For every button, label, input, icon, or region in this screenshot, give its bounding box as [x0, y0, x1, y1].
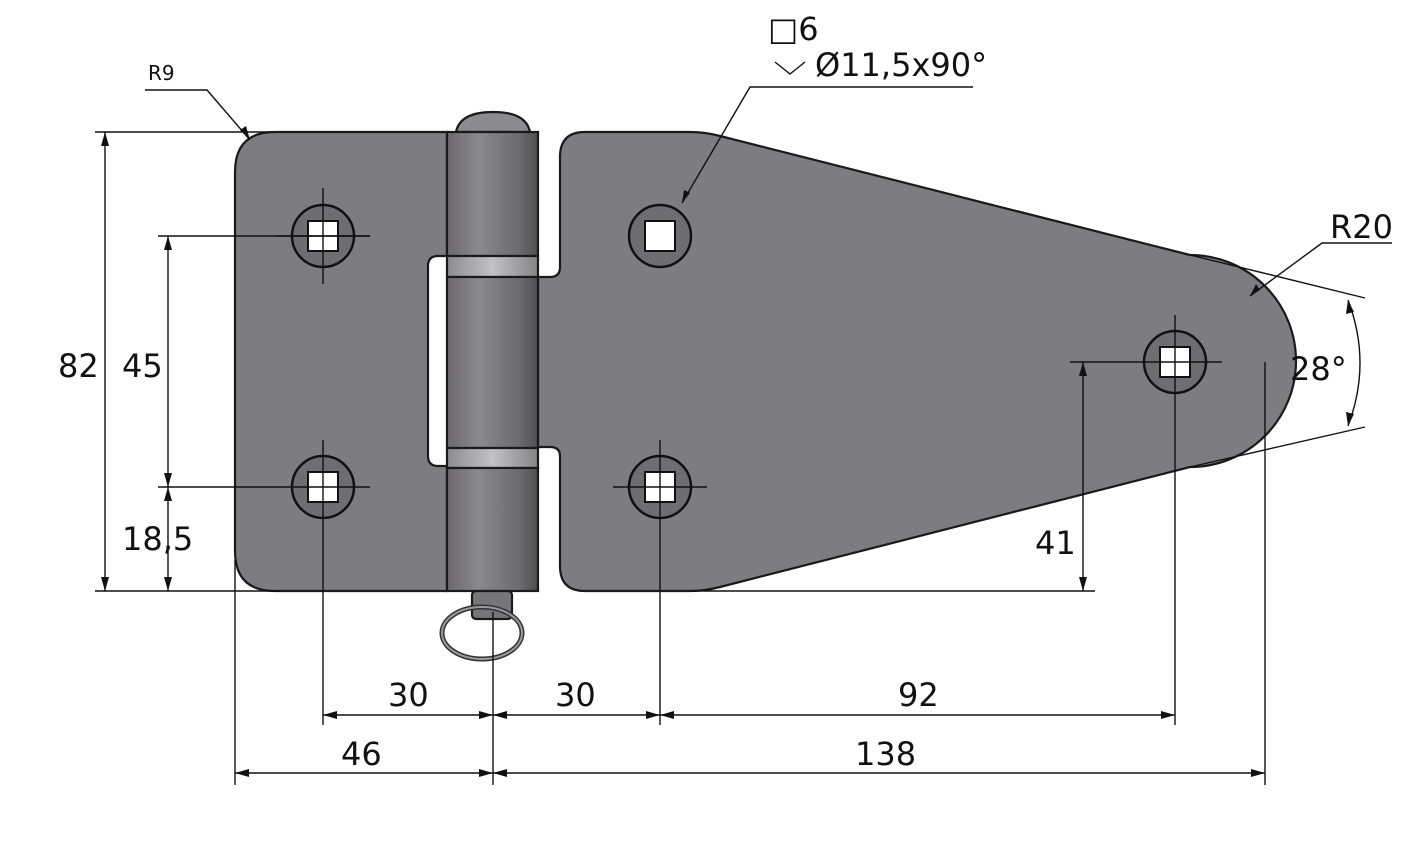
hole	[627, 203, 693, 269]
right-leaf	[536, 130, 1298, 593]
label-square-hole: □6	[768, 10, 819, 48]
knuckle-bottom	[445, 466, 540, 593]
dim-30-left: 30	[388, 676, 429, 714]
pull-ring-highlight	[441, 606, 523, 660]
dim-18-5: 18,5	[122, 520, 193, 558]
arrowheads	[101, 126, 1354, 777]
dimension-lines	[95, 61, 1392, 785]
knuckle-middle	[445, 275, 540, 450]
dim-92: 92	[898, 676, 939, 714]
dim-45: 45	[122, 347, 163, 385]
label-angle: 28°	[1290, 350, 1347, 388]
label-r9: R9	[148, 61, 175, 85]
dim-41: 41	[1035, 524, 1076, 562]
dim-138: 138	[855, 735, 916, 773]
knuckle-top	[445, 130, 540, 258]
label-countersink: Ø11,5x90°	[815, 46, 987, 84]
dim-46: 46	[341, 735, 382, 773]
label-r20: R20	[1330, 208, 1393, 246]
dim-30-right: 30	[555, 676, 596, 714]
pin-head	[454, 110, 532, 134]
left-leaf	[233, 130, 449, 593]
washer-top	[445, 254, 540, 279]
dim-82: 82	[58, 347, 99, 385]
washer-bottom	[445, 446, 540, 470]
